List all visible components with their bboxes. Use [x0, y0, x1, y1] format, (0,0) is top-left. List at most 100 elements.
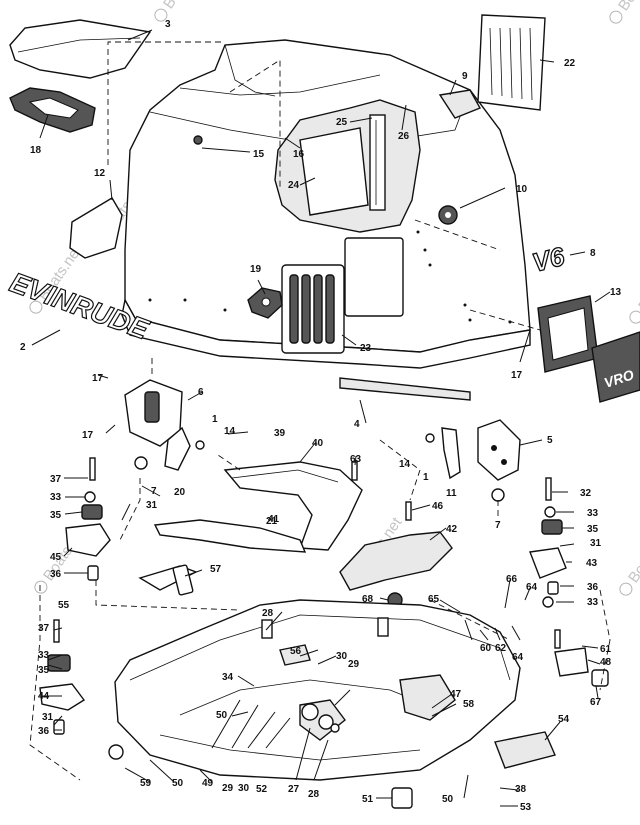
callout-label: 56	[290, 646, 302, 657]
callout-label: 45	[50, 552, 62, 563]
callout-label: 7	[495, 520, 501, 531]
mount-left-upper	[65, 504, 111, 557]
callout-label: 17	[92, 373, 104, 384]
lever-57	[138, 564, 198, 596]
callout-label: 33	[50, 492, 62, 503]
callout-label: 24	[288, 180, 300, 191]
callout-label: 14	[399, 459, 411, 470]
callout-label: 43	[586, 558, 598, 569]
callout-label: 67	[590, 697, 602, 708]
callout-label: 30	[336, 651, 348, 662]
mount-left-lower	[39, 654, 86, 711]
callout-label: 50	[172, 778, 184, 789]
callout-label: 64	[512, 652, 524, 663]
clip-20	[164, 426, 191, 471]
callout-label: 36	[50, 569, 62, 580]
callout-label: 15	[253, 149, 265, 160]
watermark-text: Boats.net	[635, 252, 640, 314]
callout-label: 8	[590, 248, 596, 259]
top-cover-lid	[9, 19, 152, 79]
callout-label: 36	[587, 582, 599, 593]
callout-label: 3	[165, 19, 171, 30]
callout-label: 33	[587, 597, 599, 608]
callout-label: 51	[362, 794, 374, 805]
callout-label: 18	[30, 145, 42, 156]
latch-bracket-right	[477, 419, 521, 481]
callout-label: 25	[336, 117, 348, 128]
callout-label: 16	[293, 149, 305, 160]
callout-label: 48	[600, 657, 612, 668]
callout-label: 9	[462, 71, 468, 82]
seal-strip	[339, 377, 471, 401]
v6-badge-text: V6	[529, 241, 568, 278]
bracket-12	[69, 197, 123, 259]
callout-label: 11	[446, 488, 457, 499]
callout-label: 2	[20, 342, 26, 353]
callout-label: 34	[222, 672, 234, 683]
callout-label: 53	[520, 802, 532, 813]
callout-label: 17	[82, 430, 94, 441]
callout-label: 1	[423, 472, 429, 483]
callout-label: 54	[558, 714, 570, 725]
clip-51	[391, 787, 413, 809]
callout-label: 59	[140, 778, 152, 789]
callout-label: 13	[610, 287, 622, 298]
callout-label: 40	[312, 438, 324, 449]
callout-label: 7	[151, 486, 157, 497]
nameplate-frame	[537, 295, 599, 373]
callout-label: 58	[463, 699, 475, 710]
callout-label: 68	[362, 594, 374, 605]
callout-label: 38	[515, 784, 527, 795]
watermark-text: Boats.net	[625, 524, 640, 586]
callout-label: 4	[354, 419, 360, 430]
callout-label: 66	[506, 574, 518, 585]
callout-label: 28	[262, 608, 274, 619]
callout-label: 20	[174, 487, 186, 498]
spacer-67	[591, 669, 609, 687]
bracket-48	[554, 647, 589, 677]
side-grille	[477, 14, 546, 111]
callout-label: 62	[495, 643, 507, 654]
callout-label: 14	[224, 426, 236, 437]
callout-label: 28	[308, 789, 320, 800]
clip-11	[441, 427, 461, 480]
callout-label: 37	[38, 623, 50, 634]
seal-channel	[223, 461, 363, 551]
callout-label: 39	[274, 428, 286, 439]
callout-label: 5	[547, 435, 553, 446]
callout-label: 50	[216, 710, 228, 721]
callout-label: 1	[212, 414, 218, 425]
callout-label: 27	[288, 784, 300, 795]
callout-label: 55	[58, 600, 70, 611]
callout-label: 33	[38, 650, 50, 661]
callout-label: 33	[587, 508, 599, 519]
callout-label: 29	[348, 659, 360, 670]
v6-badge: V6	[529, 240, 569, 278]
callout-label: 30	[238, 783, 250, 794]
callout-label: 63	[350, 454, 362, 465]
callout-label: 22	[564, 58, 576, 69]
callout-label: 19	[250, 264, 262, 275]
leader-lines	[29, 29, 611, 807]
callout-label: 21	[266, 516, 278, 527]
callout-label: 35	[587, 524, 599, 535]
callout-label: 6	[198, 387, 204, 398]
callout-label: 12	[94, 168, 106, 179]
watermark-text: Boats.net	[160, 0, 211, 12]
callout-label: 61	[600, 644, 612, 655]
shield-42	[339, 531, 453, 591]
upper-motor-cover	[121, 39, 531, 369]
callout-label: 37	[50, 474, 62, 485]
mount-right-upper	[529, 519, 567, 579]
callout-label: 35	[38, 665, 50, 676]
lower-seal	[153, 519, 307, 553]
callout-label: 47	[450, 689, 462, 700]
callout-label: 36	[38, 726, 50, 737]
callout-label: 52	[256, 784, 268, 795]
callout-label: 10	[516, 184, 528, 195]
callout-label: 32	[580, 488, 592, 499]
callout-label: 65	[428, 594, 440, 605]
intake-frame	[9, 87, 96, 133]
